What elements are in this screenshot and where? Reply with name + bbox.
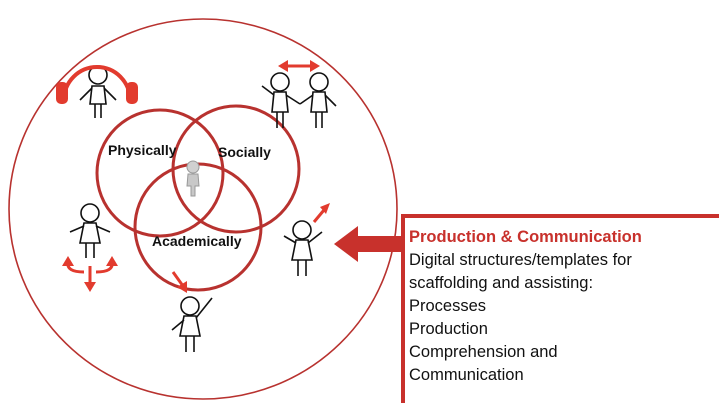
venn-label-socially: Socially [218,144,271,160]
down-arrow-icon [62,256,118,292]
panel-text: Production & Communication Digital struc… [409,226,719,387]
person-headphones [79,65,117,118]
panel-title: Production & Communication [409,228,642,246]
person-right [283,220,323,276]
venn-circle-physically [95,108,225,238]
person-bottom [171,296,213,352]
outer-circle [8,18,398,400]
panel-line: Digital structures/templates for [409,251,632,269]
diagonal-down-arrow-icon [171,271,187,293]
person-lower-left [69,203,111,258]
left-arrow-icon [334,226,403,262]
up-arrow-icon [312,203,330,223]
person-center-icon [186,160,200,197]
headphones-icon [56,65,138,104]
person-pair-left [261,72,301,128]
panel-line: Comprehension and [409,343,558,361]
panel-bracket [401,214,719,403]
curved-arrows-icon [66,261,114,284]
venn-label-academically: Academically [152,233,242,249]
panel-line: Communication [409,366,524,384]
person-pair-right [299,72,337,128]
panel-line: scaffolding and assisting: [409,274,594,292]
bidirectional-arrow-icon [278,60,320,72]
venn-label-physically: Physically [108,142,177,158]
panel-line: Processes [409,297,487,315]
info-panel: Production & Communication Digital struc… [401,214,719,403]
panel-line: Production [409,320,488,338]
